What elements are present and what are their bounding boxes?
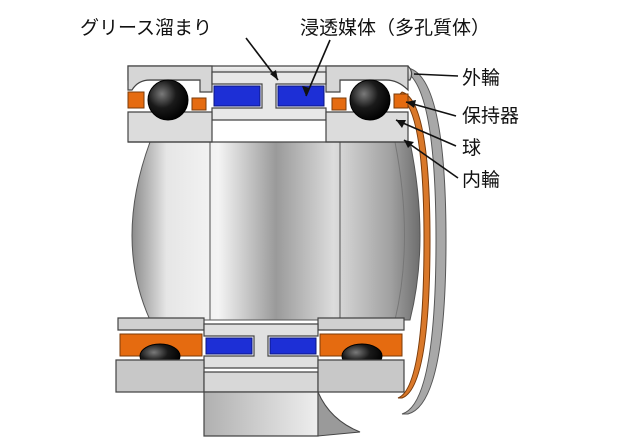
ball-top-left	[147, 79, 189, 121]
cage-top-right	[331, 97, 347, 111]
porous-medium-top-right	[277, 85, 325, 107]
porous-medium-bottom-left	[205, 337, 253, 355]
bore-surface	[131, 141, 421, 321]
label-porous-medium: 浸透媒体（多孔質体）	[300, 17, 490, 39]
cage-top-right-2	[393, 93, 409, 109]
leader-outer-ring	[413, 73, 459, 77]
ball-top-right	[349, 79, 391, 121]
porous-medium-top-left	[213, 85, 261, 107]
leader-lines	[245, 37, 459, 179]
cage-top-left-2	[191, 97, 207, 111]
label-cage: 保持器	[462, 105, 519, 127]
outer-ring-side-surface	[397, 67, 447, 415]
porous-medium-bottom-right	[269, 337, 317, 355]
bottom-section	[115, 317, 405, 437]
leader-inner-ring	[403, 139, 459, 179]
cage-top-left	[127, 91, 145, 109]
leader-porous	[305, 39, 331, 97]
label-inner-ring: 内輪	[462, 169, 500, 191]
label-outer-ring: 外輪	[462, 67, 500, 89]
leader-ball	[395, 119, 457, 147]
top-section	[127, 65, 413, 143]
label-grease-reservoir: グリース溜まり	[80, 17, 212, 39]
label-ball: 球	[462, 137, 481, 159]
